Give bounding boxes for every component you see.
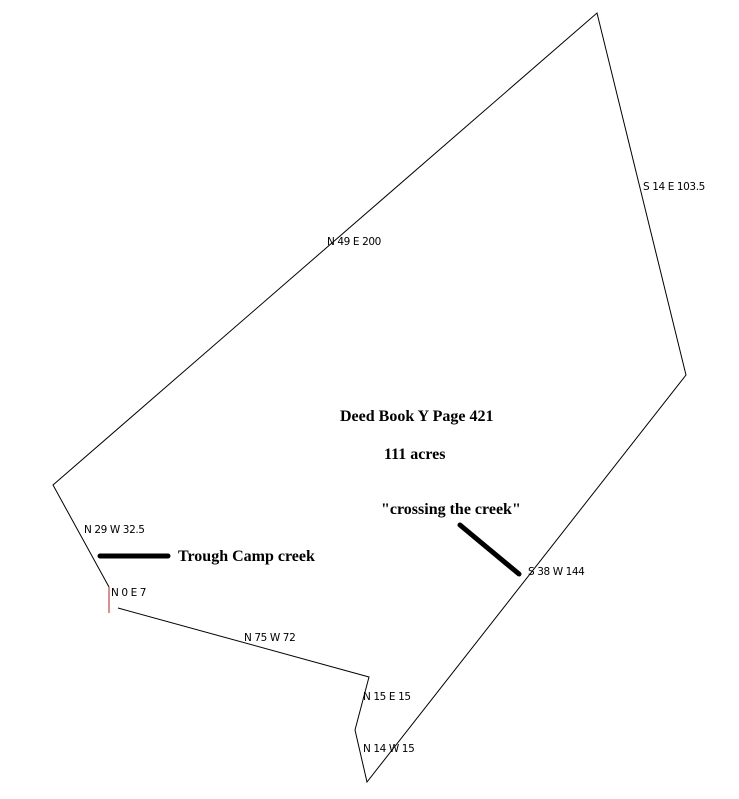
acreage: 111 acres [384, 446, 445, 463]
call-label: N 15 E 15 [363, 691, 411, 703]
call-label: N 49 E 200 [327, 236, 381, 248]
call-label: N 29 W 32.5 [84, 524, 145, 536]
crossing-creek-mark [457, 522, 522, 577]
call-label: N 75 W 72 [244, 632, 295, 644]
trough-camp-creek-label: Trough Camp creek [178, 548, 315, 565]
deed-title: Deed Book Y Page 421 [340, 408, 493, 425]
call-label: N 0 E 7 [111, 587, 146, 599]
call-label: N 14 W 15 [363, 743, 414, 755]
call-label: S 14 E 103.5 [643, 181, 705, 193]
boundary-line [52, 12, 687, 784]
call-label: S 38 W 144 [528, 566, 585, 578]
crossing-creek-label: "crossing the creek" [381, 501, 521, 518]
